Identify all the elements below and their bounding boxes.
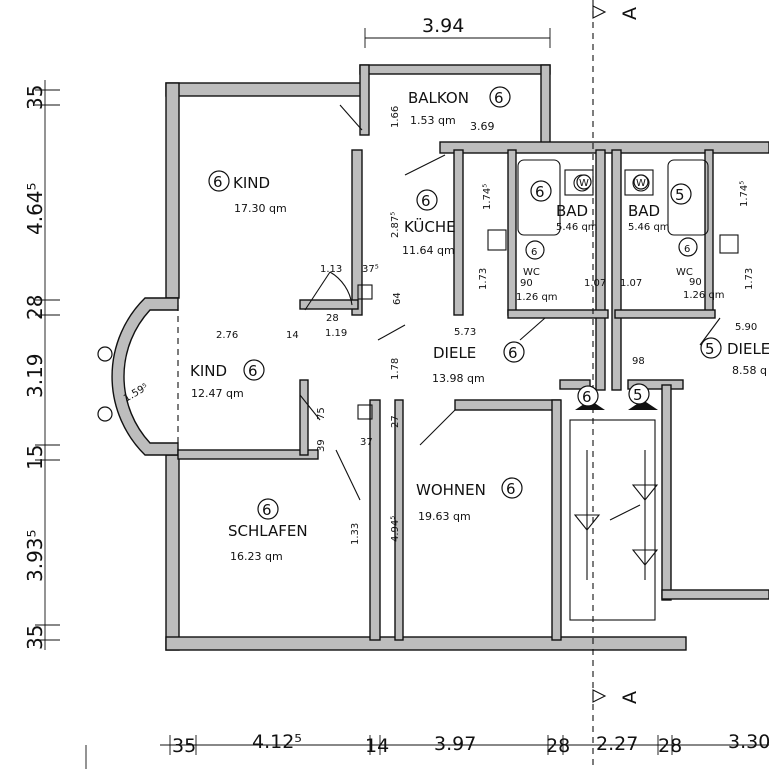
bad2-num: 5 bbox=[675, 186, 685, 204]
dim-left-6: 35 bbox=[23, 625, 47, 650]
section-label-bottom: A bbox=[619, 691, 641, 704]
dim-37a: 37⁵ bbox=[362, 264, 379, 275]
interior-walls bbox=[177, 149, 769, 641]
dim-590: 5.90 bbox=[735, 322, 757, 333]
wc1-area: 1.26 qm bbox=[516, 292, 558, 303]
dim-494: 4.94⁵ bbox=[390, 516, 401, 542]
wc1-num: 6 bbox=[531, 247, 537, 258]
dim-1595: 1.59⁵ bbox=[122, 382, 150, 405]
dim-98: 98 bbox=[632, 356, 645, 367]
dim-bottom-2: 14 bbox=[365, 735, 389, 757]
dim-107b: 1.07 bbox=[620, 278, 642, 289]
diele1-name: DIELE bbox=[433, 344, 476, 362]
dim-173b: 1.73 bbox=[744, 268, 755, 290]
balkon-num: 6 bbox=[494, 89, 504, 107]
dim-64: 64 bbox=[392, 292, 403, 305]
bad2-area: 5.46 qm bbox=[628, 222, 670, 233]
dim-276: 2.76 bbox=[216, 330, 238, 341]
dim-bottom-7: 3.30 bbox=[728, 731, 769, 753]
dim-573: 5.73 bbox=[454, 327, 476, 338]
dim-90b: 90 bbox=[689, 277, 702, 288]
dim-178: 1.78 bbox=[390, 358, 401, 380]
room-numbers: 6 6 6 6 5 6 6 6 6 5 6 6 6 5 W W bbox=[213, 89, 715, 519]
dim-bottom-3: 3.97 bbox=[434, 733, 476, 755]
washer-label-2: W bbox=[636, 178, 646, 189]
dim-left-2: 28 bbox=[23, 295, 47, 320]
kind2-num: 6 bbox=[248, 362, 258, 380]
dim-left-0: 35 bbox=[23, 85, 47, 110]
dim-166: 1.66 bbox=[390, 106, 401, 128]
bad1-num: 6 bbox=[535, 183, 545, 201]
outer-dimensions: 3.94 35 4.64⁵ 28 3.19 15 3.93⁵ 35 35 4.1… bbox=[23, 7, 769, 757]
bad1-name: BAD bbox=[556, 202, 588, 220]
diele2-num: 5 bbox=[705, 340, 715, 358]
dim-top: 3.94 bbox=[422, 15, 464, 37]
kueche-area: 11.64 qm bbox=[402, 244, 455, 257]
wohnen-num: 6 bbox=[506, 480, 516, 498]
dim-119: 1.19 bbox=[325, 328, 347, 339]
inner-dimensions: 1.66 2.87⁵ 1.74⁵ 1.74⁵ 1.13 37⁵ 64 28 1.… bbox=[122, 106, 757, 545]
dim-bottom-6: 28 bbox=[658, 735, 682, 757]
dim-bottom-5: 2.27 bbox=[596, 733, 638, 755]
dim-39: 39 bbox=[316, 439, 327, 452]
dim-27: 27 bbox=[390, 415, 401, 428]
diele1-num: 6 bbox=[508, 344, 518, 362]
wc2-name: WC bbox=[676, 267, 693, 278]
bad2-name: BAD bbox=[628, 202, 660, 220]
dim-28: 28 bbox=[326, 313, 339, 324]
dim-133: 1.33 bbox=[350, 523, 361, 545]
dim-174b: 1.74⁵ bbox=[739, 181, 750, 207]
diele2-area: 8.58 q bbox=[732, 364, 767, 377]
diele2-name: DIELE bbox=[727, 340, 769, 358]
balkon-width: 3.69 bbox=[470, 120, 495, 133]
dim-173a: 1.73 bbox=[478, 268, 489, 290]
dim-left-5: 3.93⁵ bbox=[23, 529, 47, 582]
dim-bottom-1: 4.12⁵ bbox=[252, 731, 302, 753]
schlafen-area: 16.23 qm bbox=[230, 550, 283, 563]
dim-left-3: 3.19 bbox=[23, 353, 47, 398]
kueche-num: 6 bbox=[421, 192, 431, 210]
wc1-name: WC bbox=[523, 267, 540, 278]
dimension-lines bbox=[35, 5, 769, 769]
dim-left-1: 4.64⁵ bbox=[23, 182, 47, 235]
dim-107a: 1.07 bbox=[584, 278, 606, 289]
door-swings bbox=[299, 104, 721, 501]
dim-174a: 1.74⁵ bbox=[482, 184, 493, 210]
kind2-name: KIND bbox=[190, 362, 227, 380]
wohnen-area: 19.63 qm bbox=[418, 510, 471, 523]
balkon-name: BALKON bbox=[408, 89, 469, 107]
dim-113: 1.13 bbox=[320, 264, 342, 275]
dim-bottom-4: 28 bbox=[546, 735, 570, 757]
staircase bbox=[569, 400, 659, 621]
section-label-top: A bbox=[619, 7, 641, 20]
stair-marker-1: 6 bbox=[582, 388, 592, 406]
balkon-area: 1.53 qm bbox=[410, 114, 456, 127]
washer-label-1: W bbox=[579, 178, 589, 189]
dim-37b: 37 bbox=[360, 437, 373, 448]
wc2-num: 6 bbox=[684, 244, 690, 255]
kind1-name: KIND bbox=[233, 174, 270, 192]
dim-14: 14 bbox=[286, 330, 299, 341]
bad1-area: 5.46 qm bbox=[556, 222, 598, 233]
diele1-area: 13.98 qm bbox=[432, 372, 485, 385]
kind2-area: 12.47 qm bbox=[191, 387, 244, 400]
dim-left-4: 15 bbox=[23, 445, 47, 470]
kueche-name: KÜCHE bbox=[404, 217, 456, 236]
dim-bottom-0: 35 bbox=[172, 735, 196, 757]
room-names: BALKON 1.53 qm 3.69 KIND 17.30 qm KÜCHE … bbox=[190, 89, 769, 563]
dim-90a: 90 bbox=[520, 278, 533, 289]
wohnen-name: WOHNEN bbox=[416, 481, 486, 499]
schlafen-num: 6 bbox=[262, 501, 272, 519]
schlafen-name: SCHLAFEN bbox=[228, 522, 308, 540]
room-number-circles bbox=[97, 86, 722, 520]
kind1-area: 17.30 qm bbox=[234, 202, 287, 215]
wc2-area: 1.26 qm bbox=[683, 290, 725, 301]
dim-75: 75 bbox=[316, 407, 327, 420]
stair-marker-2: 5 bbox=[633, 386, 643, 404]
fixtures bbox=[357, 159, 739, 420]
kind1-num: 6 bbox=[213, 173, 223, 191]
dim-287: 2.87⁵ bbox=[390, 212, 401, 238]
